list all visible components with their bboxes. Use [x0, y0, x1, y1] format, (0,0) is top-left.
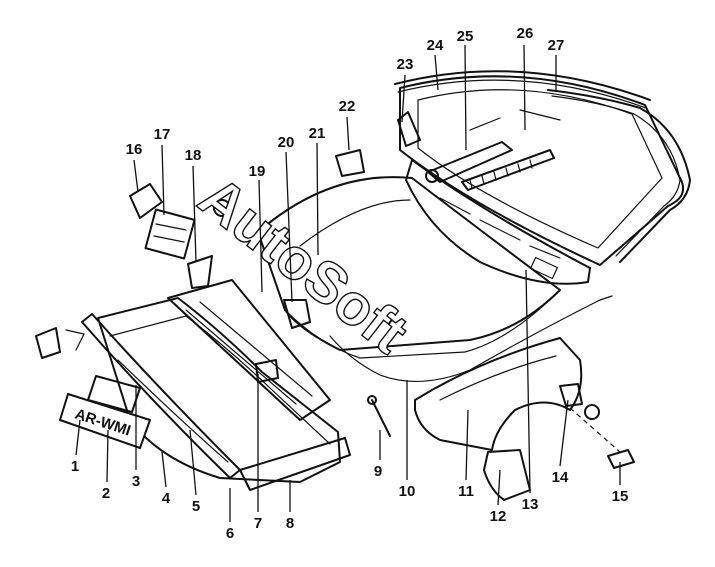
callout-2: 2: [102, 485, 110, 502]
windshield: [399, 75, 684, 266]
windshield-moulding: [394, 70, 651, 109]
callout-16: 16: [126, 141, 143, 158]
turn-signal-lamp: [187, 255, 213, 289]
wiper-arm: [425, 141, 513, 183]
callout-17: 17: [154, 126, 171, 143]
assembly-path: [569, 407, 621, 453]
svg-text:AutoSoft: AutoSoft: [187, 164, 420, 366]
lower-valance: [239, 437, 351, 491]
callout-7: 7: [254, 515, 262, 532]
plate-bracket: [87, 375, 141, 413]
cable-end: [599, 295, 613, 301]
callout-27: 27: [548, 37, 565, 54]
callout-15: 15: [612, 488, 629, 505]
hood-latch: [283, 299, 311, 329]
leader-lines: [75, 44, 621, 522]
side-bracket: [35, 327, 85, 359]
callout-19: 19: [249, 163, 266, 180]
front-bumper: [97, 297, 341, 483]
wiper-blade: [461, 149, 555, 191]
windshield-seal: [547, 89, 691, 263]
lamp-bulb-holder: [213, 199, 231, 217]
headlamp: [144, 208, 196, 260]
callout-20: 20: [278, 134, 295, 151]
mud-flap: [483, 449, 531, 501]
callout-labels: 1 2 3 4 5 6 7 8 9 10 11 12 13 14 15 16 1…: [71, 25, 629, 542]
callout-12: 12: [490, 508, 507, 525]
callout-10: 10: [399, 483, 416, 500]
callout-6: 6: [226, 525, 234, 542]
callout-21: 21: [309, 125, 326, 142]
hinge: [335, 149, 365, 177]
callout-18: 18: [185, 147, 202, 164]
callout-13: 13: [522, 496, 539, 513]
callout-23: 23: [397, 56, 414, 73]
lamp-bracket: [129, 183, 163, 219]
cowl-panel: [405, 159, 591, 285]
callout-26: 26: [517, 25, 534, 42]
hood-prop-rod: [367, 395, 391, 437]
fender-clip: [559, 383, 600, 420]
callout-4: 4: [162, 490, 171, 507]
callout-9: 9: [374, 463, 382, 480]
small-bracket: [607, 449, 635, 469]
callout-8: 8: [286, 515, 294, 532]
callout-22: 22: [339, 98, 356, 115]
front-fender: [414, 337, 583, 451]
hood-release-cable: [329, 299, 601, 382]
callout-1: 1: [71, 458, 79, 475]
bumper-reinforcement: [81, 313, 241, 479]
radiator-grille: [167, 279, 331, 421]
watermark: AutoSoft: [186, 163, 420, 366]
callout-14: 14: [552, 469, 569, 486]
callout-25: 25: [457, 28, 474, 45]
callout-24: 24: [427, 37, 444, 54]
grille-clip: [255, 359, 279, 383]
callout-3: 3: [132, 473, 140, 490]
corner-clip: [397, 111, 421, 147]
callout-5: 5: [192, 498, 200, 515]
hood: [257, 176, 561, 359]
callout-11: 11: [458, 483, 474, 500]
